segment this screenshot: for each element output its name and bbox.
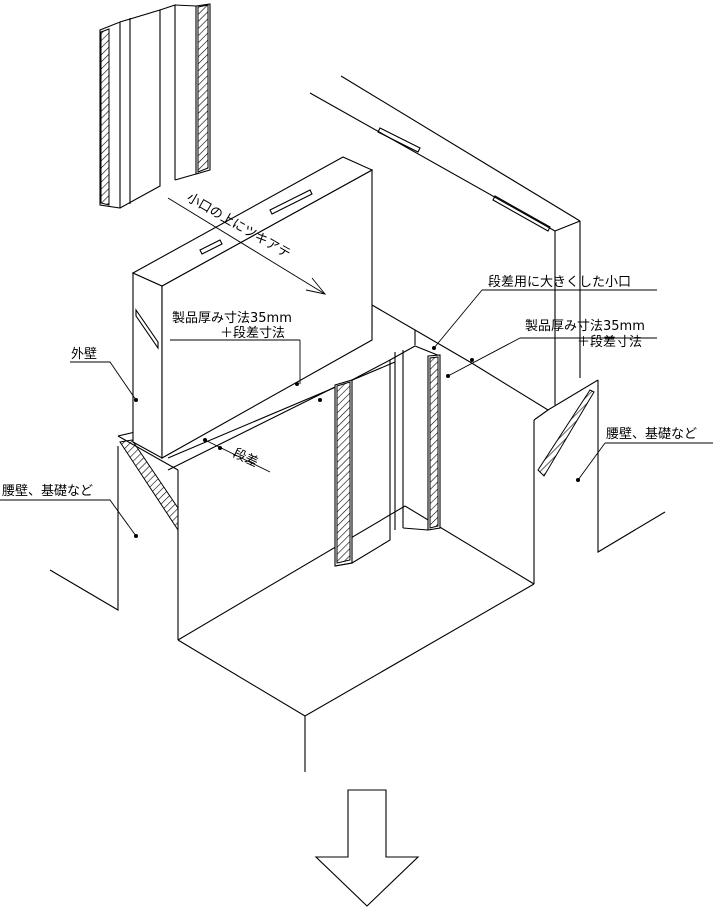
label-dansa-koguchi: 段差用に大きくした小口 xyxy=(488,275,631,290)
label-seihin-left-1: 製品厚み寸法35mm xyxy=(172,311,292,326)
label-koshikabe-left: 腰壁、基礎など xyxy=(2,484,93,499)
label-dansa: 段差 xyxy=(230,446,260,471)
label-seihin-left-2: ＋段差寸法 xyxy=(220,326,285,341)
top-panel-section xyxy=(99,3,211,209)
label-koshikabe-right: 腰壁、基礎など xyxy=(606,427,697,442)
inserted-panel xyxy=(334,345,441,567)
label-seihin-right-2: ＋段差寸法 xyxy=(577,335,642,350)
outer-wall-panel xyxy=(131,156,374,459)
down-arrow-icon xyxy=(314,789,420,907)
callouts xyxy=(0,197,713,538)
upper-slab xyxy=(309,75,581,405)
label-gaiheki: 外壁 xyxy=(71,347,97,362)
label-seihin-right-1: 製品厚み寸法35mm xyxy=(525,319,645,334)
foundation-block xyxy=(49,304,666,772)
